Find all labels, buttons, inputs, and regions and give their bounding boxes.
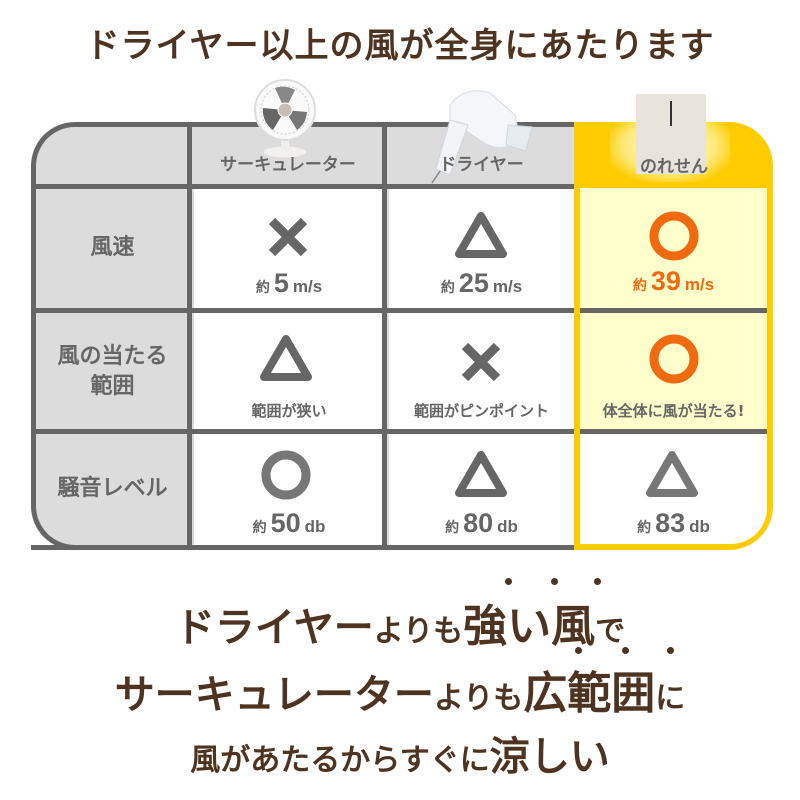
value-unit: db bbox=[497, 517, 518, 536]
tagline-line-3: 風があたるからすぐに涼しい bbox=[0, 724, 800, 782]
approx-label: 約 bbox=[632, 278, 647, 294]
row-label-wind-range: 風の当たる 範囲 bbox=[36, 342, 189, 402]
value-unit: m/s bbox=[684, 275, 715, 294]
grid-divider bbox=[187, 122, 192, 550]
value-number: 83 bbox=[655, 508, 686, 538]
note-range-noresen: 体全体に風が当たる! bbox=[602, 402, 745, 420]
row-label-wind-speed: 風速 bbox=[90, 235, 135, 260]
grid-divider bbox=[31, 184, 576, 189]
value-number: 5 bbox=[273, 268, 289, 298]
tagline-line-2: サーキュレーターよりも広範囲に bbox=[0, 657, 800, 721]
value-unit: db bbox=[304, 517, 326, 536]
cell-speed-noresen bbox=[580, 188, 767, 308]
column-header-noresen: のれせん bbox=[640, 157, 708, 177]
approx-label: 約 bbox=[440, 280, 455, 296]
value-number: 50 bbox=[270, 508, 301, 538]
emphasis-dot bbox=[594, 578, 601, 585]
grid-divider bbox=[31, 545, 576, 550]
emphasis-dot bbox=[551, 578, 558, 585]
triangle-mark-icon bbox=[260, 335, 312, 381]
value-unit: db bbox=[689, 517, 710, 536]
tagline-text: よりも bbox=[373, 614, 464, 649]
tagline-line-1: ドライヤーよりも強い風で bbox=[0, 590, 800, 654]
cell-range-dryer bbox=[389, 313, 574, 429]
grid-divider bbox=[580, 429, 767, 434]
emphasis-dot bbox=[622, 647, 629, 654]
approx-label: 約 bbox=[637, 520, 652, 536]
emphasis-dot bbox=[575, 647, 582, 654]
tagline-text: 風があたるからすぐに bbox=[190, 743, 490, 778]
grid-divider bbox=[580, 308, 767, 313]
approx-label: 約 bbox=[445, 520, 460, 536]
note-range-dryer: 範囲がピンポイント bbox=[413, 402, 549, 420]
circulator-fan-image bbox=[254, 79, 316, 159]
tagline-text: サーキュレーター bbox=[114, 672, 434, 718]
tagline-text: で bbox=[595, 614, 626, 649]
approx-label: 約 bbox=[255, 280, 270, 296]
cross-mark-icon bbox=[461, 342, 501, 382]
cell-speed-circulator bbox=[194, 189, 384, 308]
triangle-mark-icon bbox=[646, 451, 698, 497]
circle-mark-icon bbox=[649, 334, 699, 384]
triangle-mark-icon bbox=[455, 451, 507, 497]
noresen-device-image bbox=[636, 94, 706, 174]
value-number: 80 bbox=[463, 508, 494, 538]
emphasis-dot bbox=[505, 578, 512, 585]
tagline-text: ドライヤー bbox=[174, 605, 374, 651]
row-label-wind-range-line2: 範囲 bbox=[90, 374, 135, 399]
value-number: 39 bbox=[650, 266, 681, 296]
value-number: 25 bbox=[458, 268, 489, 298]
note-range-circulator: 範囲が狭い bbox=[251, 402, 327, 420]
column-header-circulator: サーキュレーター bbox=[220, 155, 356, 175]
hair-dryer-image bbox=[431, 90, 533, 184]
tagline-emphasis: 広範囲 bbox=[523, 668, 656, 719]
triangle-mark-icon bbox=[455, 212, 507, 258]
tagline-emphasis: 涼しい bbox=[489, 734, 610, 780]
emphasis-dot bbox=[667, 647, 674, 654]
grid-divider bbox=[31, 308, 576, 313]
column-header-dryer: ドライヤー bbox=[439, 155, 524, 175]
cell-range-circulator bbox=[194, 313, 384, 429]
row-label-wind-range-line1: 風の当たる bbox=[57, 344, 168, 369]
cell-range-noresen bbox=[580, 313, 767, 429]
circle-mark-icon bbox=[261, 450, 311, 500]
grid-divider bbox=[31, 429, 576, 434]
tagline-text: よりも bbox=[433, 681, 524, 716]
value-unit: m/s bbox=[292, 277, 323, 296]
cross-mark-icon bbox=[268, 217, 308, 257]
row-label-noise-level: 騒音レベル bbox=[57, 476, 168, 501]
tagline-text: に bbox=[655, 681, 686, 716]
cell-speed-dryer bbox=[389, 189, 574, 308]
circle-mark-icon bbox=[649, 211, 699, 261]
grid-divider bbox=[382, 122, 387, 550]
headline: ドライヤー以上の風が全身にあたります bbox=[85, 26, 715, 66]
tagline-emphasis: 強い風 bbox=[463, 601, 596, 652]
approx-label: 約 bbox=[252, 520, 267, 536]
value-unit: m/s bbox=[492, 277, 523, 296]
